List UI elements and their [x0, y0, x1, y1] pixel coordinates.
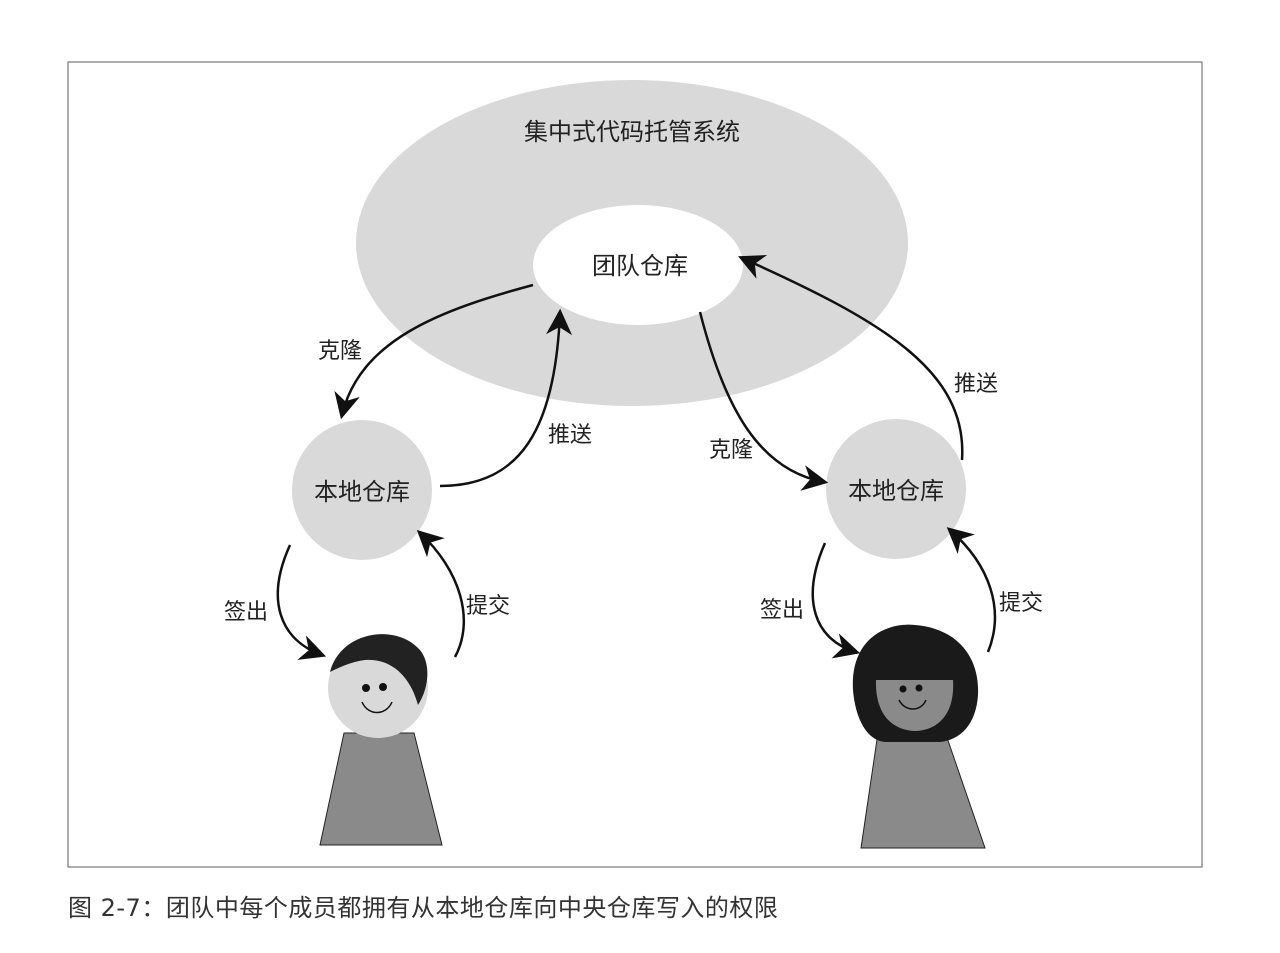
- left-push-arrow: [439, 308, 573, 488]
- right-person-eye-left: [899, 685, 907, 693]
- right-person-eye-right: [915, 684, 923, 692]
- left-commit-arrow: [416, 530, 466, 658]
- right-local-repo-node: [826, 419, 966, 559]
- right-person-figure: [852, 624, 986, 849]
- right-person-body: [860, 725, 986, 849]
- team-repo-node: [533, 205, 743, 325]
- left-local-repo-label: 本地仓库: [314, 478, 410, 506]
- right-clone-label: 克隆: [709, 438, 753, 463]
- diagram-frame: [67, 61, 1203, 868]
- right-push-label: 推送: [954, 372, 998, 397]
- left-clone-label: 克隆: [318, 339, 362, 364]
- right-checkout-label: 签出: [760, 598, 804, 623]
- left-person-eye-left: [362, 684, 370, 692]
- left-checkout-label: 签出: [224, 600, 268, 625]
- left-commit-label: 提交: [466, 594, 510, 619]
- right-commit-arrow: [946, 527, 997, 653]
- left-checkout-arrow: [276, 544, 327, 660]
- right-commit-label: 提交: [999, 591, 1043, 616]
- right-checkout-arrow: [811, 542, 861, 659]
- figure-caption: 图 2-7：团队中每个成员都拥有从本地仓库向中央仓库写入的权限: [68, 894, 779, 922]
- right-person-face: [875, 680, 954, 731]
- right-clone-arrow: [698, 311, 829, 491]
- left-person-body: [319, 732, 443, 846]
- left-person-figure: [319, 634, 443, 846]
- right-push-arrow: [738, 255, 964, 461]
- left-person-hair: [330, 634, 428, 705]
- left-push-label: 推送: [548, 423, 592, 448]
- left-local-repo-node: [292, 420, 432, 560]
- left-person-eye-right: [379, 683, 387, 691]
- central-system-label: 集中式代码托管系统: [524, 118, 740, 146]
- right-person-smile: [898, 699, 927, 710]
- left-person-smile: [361, 701, 393, 714]
- team-repo-label: 团队仓库: [592, 252, 688, 280]
- left-clone-arrow: [334, 283, 534, 420]
- right-local-repo-label: 本地仓库: [848, 477, 944, 505]
